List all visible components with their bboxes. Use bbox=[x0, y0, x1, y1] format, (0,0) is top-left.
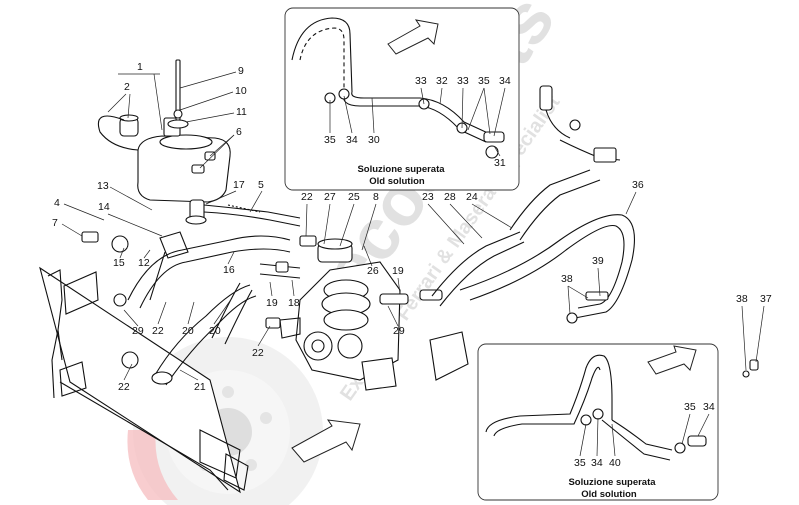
callout-label: 22 bbox=[152, 325, 164, 337]
callout-label: 33 bbox=[457, 75, 469, 87]
callout-label: 5 bbox=[258, 179, 264, 191]
callout-label: 23 bbox=[422, 191, 434, 203]
callout-label: 26 bbox=[367, 265, 379, 277]
inset-top-callouts: 33 32 33 35 34 35 34 30 31 bbox=[324, 75, 511, 169]
callout-label: 36 bbox=[632, 179, 644, 191]
callout-label: 17 bbox=[233, 179, 245, 191]
inset-bottom-callouts: 35 34 35 34 40 bbox=[574, 401, 715, 469]
callout-label: 1 bbox=[137, 61, 143, 73]
callout-label: 38 bbox=[736, 293, 748, 305]
callout-label: 7 bbox=[52, 217, 58, 229]
direction-arrow-top-inset bbox=[387, 19, 439, 55]
callout-label: 40 bbox=[609, 457, 621, 469]
inset-top-old-solution: Soluzione superata Old solution 33 32 33… bbox=[284, 7, 520, 191]
callout-label: 35 bbox=[574, 457, 586, 469]
callout-label: 35 bbox=[478, 75, 490, 87]
callout-label: 22 bbox=[252, 347, 264, 359]
callout-label: 22 bbox=[118, 381, 130, 393]
callout-label: 22 bbox=[301, 191, 313, 203]
callout-label: 34 bbox=[346, 134, 358, 146]
expansion-tank bbox=[97, 59, 301, 227]
water-pump-assembly bbox=[279, 238, 469, 391]
callout-label: 9 bbox=[238, 65, 244, 77]
main-callouts: 1 2 9 10 11 6 13 17 5 4 7 15 12 14 16 22… bbox=[52, 61, 772, 393]
inset-top-caption-en: Old solution bbox=[369, 176, 425, 187]
direction-arrow-bottom-inset bbox=[647, 345, 697, 375]
callout-label: 25 bbox=[348, 191, 360, 203]
callout-label: 32 bbox=[436, 75, 448, 87]
callout-label: 4 bbox=[54, 197, 60, 209]
inset-bottom-old-solution: Soluzione superata Old solution 35 34 35… bbox=[477, 343, 719, 501]
callout-label: 35 bbox=[684, 401, 696, 413]
inset-bottom-caption-en: Old solution bbox=[581, 489, 637, 500]
callout-label: 20 bbox=[209, 325, 221, 337]
callout-label: 29 bbox=[132, 325, 144, 337]
callout-label: 6 bbox=[236, 126, 242, 138]
callout-label: 27 bbox=[324, 191, 336, 203]
callout-label: 19 bbox=[266, 297, 278, 309]
callout-label: 21 bbox=[194, 381, 206, 393]
callout-label: 20 bbox=[182, 325, 194, 337]
callout-label: 15 bbox=[113, 257, 125, 269]
callout-label: 18 bbox=[288, 297, 300, 309]
callout-label: 38 bbox=[561, 273, 573, 285]
inset-bottom-caption-it: Soluzione superata bbox=[568, 477, 656, 488]
callout-label: 29 bbox=[393, 325, 405, 337]
coolant-hoses bbox=[81, 85, 759, 386]
callout-label: 30 bbox=[368, 134, 380, 146]
callout-label: 33 bbox=[415, 75, 427, 87]
callout-label: 8 bbox=[373, 191, 379, 203]
callout-label: 34 bbox=[703, 401, 715, 413]
direction-arrow-main bbox=[291, 419, 361, 463]
callout-label: 35 bbox=[324, 134, 336, 146]
callout-label: 34 bbox=[499, 75, 511, 87]
callout-label: 16 bbox=[223, 264, 235, 276]
callout-label: 2 bbox=[124, 81, 130, 93]
callout-label: 10 bbox=[235, 85, 247, 97]
callout-label: 11 bbox=[236, 106, 247, 118]
callout-label: 24 bbox=[466, 191, 478, 203]
inset-top-caption-it: Soluzione superata bbox=[357, 164, 445, 175]
callout-label: 14 bbox=[98, 201, 110, 213]
callout-label: 19 bbox=[392, 265, 404, 277]
callout-label: 34 bbox=[591, 457, 603, 469]
callout-label: 28 bbox=[444, 191, 456, 203]
radiator bbox=[39, 266, 249, 494]
callout-label: 12 bbox=[138, 257, 150, 269]
callout-label: 31 bbox=[494, 157, 506, 169]
callout-label: 39 bbox=[592, 255, 604, 267]
callout-label: 13 bbox=[97, 180, 109, 192]
callout-label: 37 bbox=[760, 293, 772, 305]
